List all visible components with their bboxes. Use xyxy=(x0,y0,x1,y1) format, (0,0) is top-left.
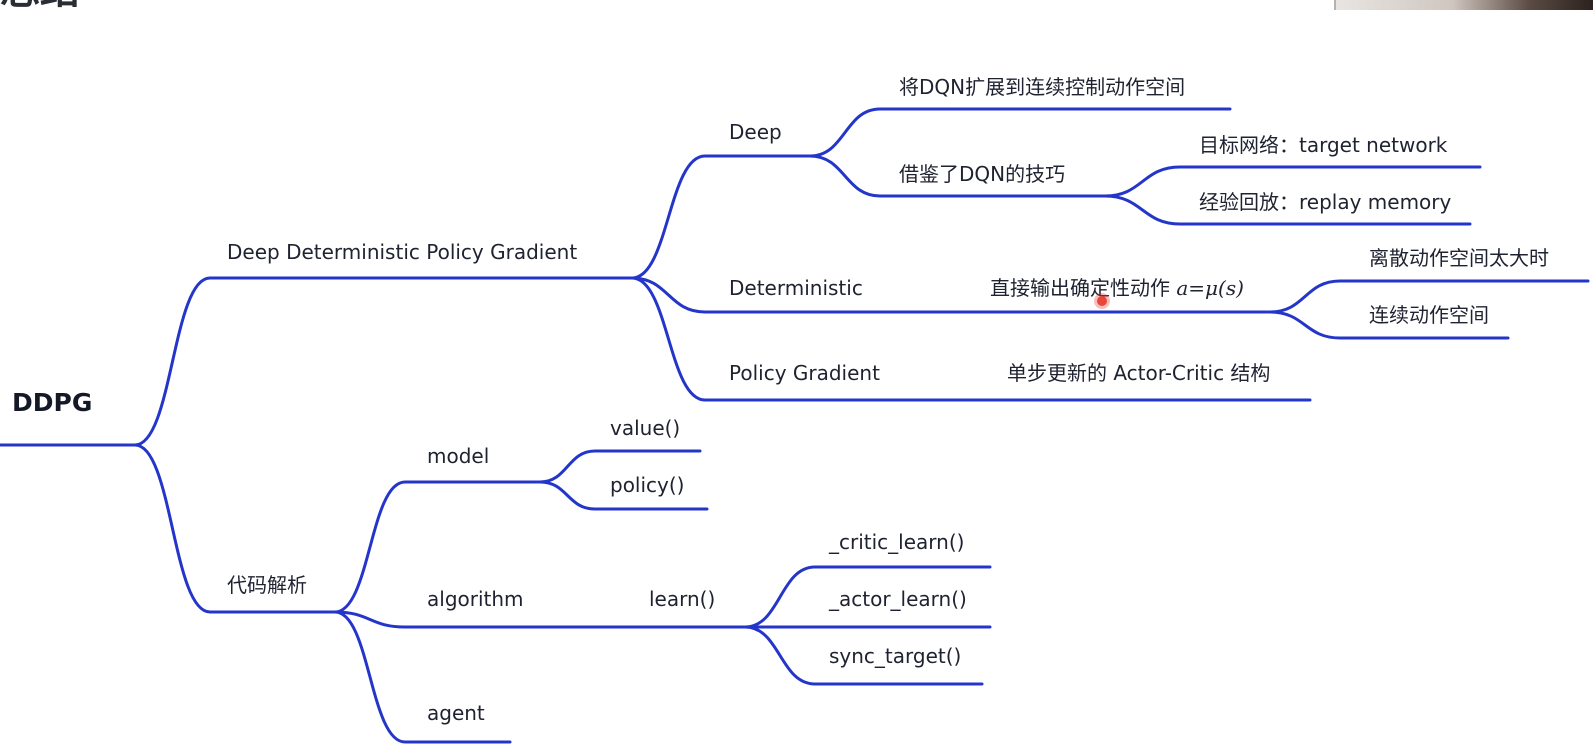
node-target-network: 目标网络：target network xyxy=(1199,133,1448,157)
edge-policy xyxy=(538,480,709,511)
edge-discrete xyxy=(1268,279,1590,314)
node-agent: agent xyxy=(427,701,485,725)
edge-sync-target xyxy=(743,625,984,686)
node-policy: policy() xyxy=(610,473,685,497)
node-det-output: 直接输出确定性动作 a=μ(s) xyxy=(990,276,1244,300)
edge-algorithm xyxy=(333,610,747,629)
node-learn: learn() xyxy=(649,587,716,611)
node-deep-dqn-tricks: 借鉴了DQN的技巧 xyxy=(899,162,1066,186)
node-ddpg: Deep Deterministic Policy Gradient xyxy=(227,240,578,264)
edge-continuous xyxy=(1268,310,1510,340)
node-deterministic: Deterministic xyxy=(729,276,863,300)
node-continuous-space: 连续动作空间 xyxy=(1369,303,1489,327)
edge-deep-continuous xyxy=(808,107,1232,158)
node-actor-learn: _actor_learn() xyxy=(829,587,967,611)
node-code: 代码解析 xyxy=(227,573,307,597)
webcam-overlay xyxy=(1334,0,1593,10)
node-discrete-too-large: 离散动作空间太大时 xyxy=(1369,246,1549,270)
node-algorithm: algorithm xyxy=(427,587,524,611)
node-root: DDPG xyxy=(12,388,93,417)
node-policy-gradient: Policy Gradient xyxy=(729,361,880,385)
node-sync-target: sync_target() xyxy=(829,644,962,668)
node-replay-memory: 经验回放：replay memory xyxy=(1199,190,1452,214)
edge-policy-gradient xyxy=(630,276,1312,402)
edge-deep xyxy=(630,154,812,280)
edge-deep-tricks xyxy=(808,154,1107,198)
edge-value xyxy=(538,449,702,484)
node-deep: Deep xyxy=(729,120,782,144)
node-deep-continuous: 将DQN扩展到连续控制动作空间 xyxy=(899,75,1186,99)
det-output-text: 直接输出确定性动作 xyxy=(990,276,1170,300)
edge-model xyxy=(333,480,542,614)
edge-ddpg xyxy=(133,276,634,447)
edge-code xyxy=(133,443,337,614)
node-value: value() xyxy=(610,416,681,440)
edge-replay-memory xyxy=(1103,194,1472,226)
node-critic-learn: _critic_learn() xyxy=(829,530,965,554)
det-output-formula: a=μ(s) xyxy=(1176,276,1244,300)
node-actor-critic: 单步更新的 Actor-Critic 结构 xyxy=(1007,361,1271,385)
slide-title-fragment: 总结 xyxy=(0,0,120,10)
node-model: model xyxy=(427,444,490,468)
edge-deterministic xyxy=(630,276,1272,314)
edge-critic-learn xyxy=(743,565,992,629)
edge-target-network xyxy=(1103,165,1482,198)
pointer-dot xyxy=(1097,296,1107,306)
edge-agent xyxy=(333,610,512,744)
